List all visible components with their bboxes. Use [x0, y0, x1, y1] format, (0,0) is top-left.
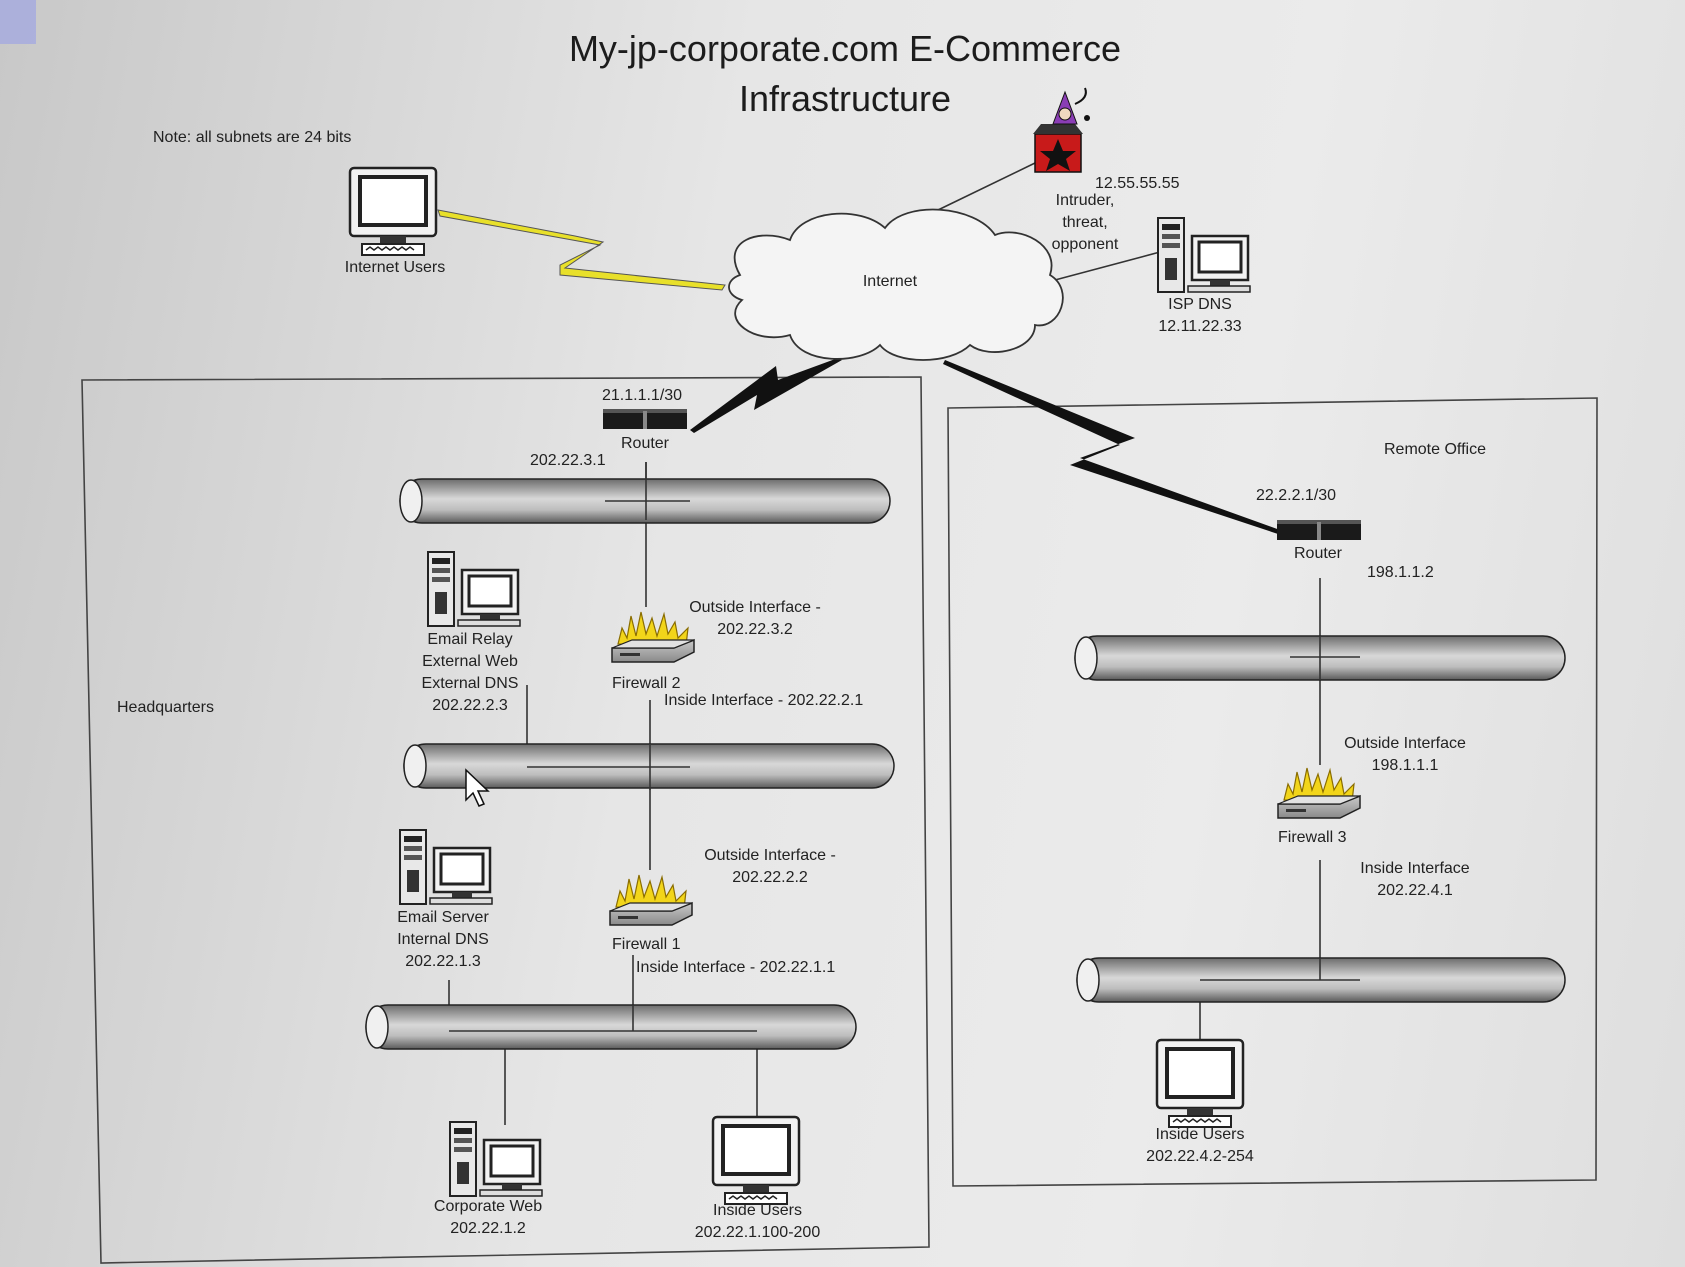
hq-router-lan-ip: 202.22.3.1 [530, 452, 606, 469]
internet-users-monitor-icon [348, 166, 438, 257]
hq-router-icon [603, 409, 687, 429]
intruder-icon [1033, 87, 1090, 173]
site-boxes [81, 376, 1598, 1264]
internet-cloud [728, 208, 1064, 361]
firewall-1-icon [609, 874, 693, 926]
corporate-web-label: Corporate Web 202.22.1.2 [433, 1198, 543, 1237]
remote-router-lan-ip: 198.1.1.2 [1367, 564, 1434, 581]
mouse-cursor-icon [465, 768, 490, 807]
remote-wan-link [943, 360, 1280, 534]
internet-label: Internet [862, 273, 918, 290]
corporate-web-server-icon [448, 1120, 544, 1198]
remote-router-wan-ip: 22.2.2.1/30 [1256, 487, 1337, 504]
intruder-ip-label: 12.55.55.55 [1095, 175, 1180, 192]
internet-users-label: Internet Users [344, 259, 446, 276]
hq-internal-pipe [365, 1004, 857, 1050]
diagram-title: My-jp-corporate.com E-Commerce Infrastru… [480, 24, 1210, 124]
firewall-3-outside-interface: Outside Interface 198.1.1.1 [1344, 735, 1466, 774]
intruder-label: Intruder, threat, opponent [1051, 192, 1119, 253]
firewall-1-outside-interface: Outside Interface - 202.22.2.2 [704, 847, 836, 886]
firewall-2-label: Firewall 2 [612, 675, 681, 692]
firewall-3-inside-interface: Inside Interface 202.22.4.1 [1360, 860, 1470, 899]
internet-users-link [437, 209, 726, 291]
title-line-2: Infrastructure [738, 78, 952, 119]
hq-inside-users-label: Inside Users 202.22.1.100-200 [694, 1202, 821, 1241]
headquarters-box [81, 376, 930, 1264]
remote-office-label: Remote Office [1384, 441, 1486, 458]
hq-router-label: Router [620, 435, 670, 452]
remote-office-box [947, 397, 1598, 1187]
email-relay-label: Email Relay External Web External DNS 20… [421, 631, 519, 714]
firewall-1-inside-interface: Inside Interface - 202.22.1.1 [636, 959, 836, 976]
headquarters-label: Headquarters [117, 699, 214, 716]
remote-router-icon [1277, 520, 1361, 540]
email-relay-server-icon [426, 550, 522, 628]
subnet-note: Note: all subnets are 24 bits [153, 129, 352, 146]
hq-router-wan-ip: 21.1.1.1/30 [602, 387, 683, 404]
isp-dns-server-icon [1156, 216, 1252, 294]
isp-dns-ip: 12.11.22.33 [1158, 318, 1242, 335]
firewall-2-outside-interface: Outside Interface - 202.22.3.2 [689, 599, 821, 638]
remote-inside-users-monitor-icon [1155, 1038, 1245, 1129]
hq-dmz-inner-pipe [403, 743, 895, 789]
remote-router-label: Router [1293, 545, 1343, 562]
hq-wan-link [690, 358, 842, 433]
hq-inside-users-monitor-icon [711, 1115, 801, 1206]
firewall-1-label: Firewall 1 [612, 936, 681, 953]
isp-dns-label: ISP DNS [1168, 296, 1232, 313]
firewall-3-label: Firewall 3 [1278, 829, 1347, 846]
title-line-1: My-jp-corporate.com E-Commerce [568, 28, 1122, 69]
email-server-label: Email Server Internal DNS 202.22.1.3 [397, 909, 489, 970]
firewall-2-inside-interface: Inside Interface - 202.22.2.1 [664, 692, 864, 709]
pipe-taps [449, 462, 1360, 1032]
remote-inside-users-label: Inside Users 202.22.4.2-254 [1146, 1126, 1254, 1165]
window-corner [0, 0, 36, 44]
email-server-icon [398, 828, 494, 906]
